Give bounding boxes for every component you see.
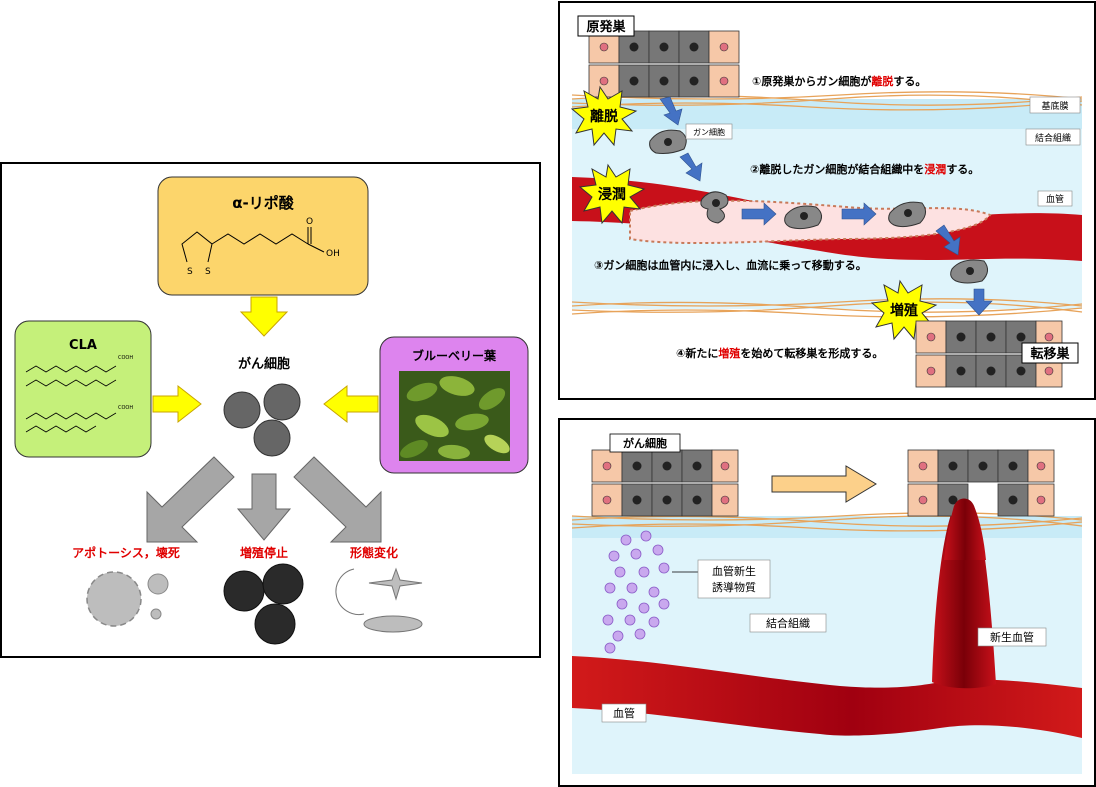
- svg-text:COOH: COOH: [118, 405, 133, 411]
- arrow-down-grey: [236, 473, 292, 541]
- svg-text:O: O: [306, 217, 313, 227]
- arrow-down-blue-4: [965, 288, 993, 316]
- blueberry-box: ブルーベリー葉: [379, 336, 529, 474]
- connective-tissue-label: 結合組織: [766, 616, 810, 630]
- angiogenic-factor-particles: [602, 530, 670, 654]
- detached-cancer-cell: [649, 129, 687, 154]
- left-panel: α-リポ酸 S S O OH CLA COOH COOH ブルーベリー葉: [0, 162, 541, 658]
- invade-badge: 浸潤: [578, 163, 646, 225]
- cancer-cell-label: がん細胞: [623, 436, 667, 450]
- circulating-cell-1: [784, 205, 822, 230]
- step2-text: ②離脱したガン細胞が結合組織中を浸潤する。: [750, 162, 979, 176]
- primary-tumor-label: 原発巣: [586, 19, 626, 35]
- basement-membrane-bottom: [571, 298, 1083, 318]
- svg-text:浸潤: 浸潤: [598, 186, 626, 203]
- new-vessel-tip: [944, 498, 986, 560]
- svg-text:離脱: 離脱: [590, 108, 618, 125]
- svg-text:OH: OH: [326, 249, 340, 259]
- outcome-morphology-label: 形態変化: [350, 545, 398, 560]
- cancer-cell-cluster-after: [907, 449, 1055, 517]
- metastasis-panel: 原発巣 ①原発巣からガン細胞が離脱する。 基底膜 結合組織 離脱 ガン細胞 ②離…: [558, 1, 1096, 400]
- new-vessel-label: 新生血管: [990, 630, 1034, 644]
- morphology-shapes: [335, 567, 423, 633]
- cla-box: CLA COOH COOH: [14, 320, 152, 458]
- blood-vessel-main: [572, 656, 1082, 738]
- arrow-left-yellow: [323, 384, 379, 424]
- transition-arrow: [771, 465, 877, 503]
- svg-text:S: S: [187, 267, 193, 277]
- arrow-down-yellow: [239, 296, 289, 337]
- outcome-apoptosis-label: アポトーシス，壊死: [72, 545, 180, 560]
- lipoic-acid-label: α-リポ酸: [232, 194, 295, 212]
- angiogenic-factor-label-line2: 誘導物質: [712, 580, 756, 594]
- cla-structure: [25, 365, 117, 433]
- arrested-cells: [223, 563, 304, 645]
- step4-text: ④新たに増殖を始めて転移巣を形成する。: [676, 346, 883, 360]
- outcome-arrest-label: 増殖停止: [240, 545, 288, 560]
- angiogenesis-panel: がん細胞 血管新生 誘導物質 結合組織 新生血管 血管: [558, 418, 1096, 787]
- extravasating-cell: [888, 201, 926, 228]
- primary-tumor: [588, 30, 740, 98]
- step1-text: ①原発巣からガン細胞が離脱する。: [752, 74, 926, 88]
- svg-text:増殖: 増殖: [890, 302, 918, 319]
- step3-text: ③ガン細胞は血管内に浸入し、血流に乗って移動する。: [594, 258, 867, 272]
- vessel-label: 血管: [613, 706, 635, 720]
- arrow-down-blue-3: [935, 224, 961, 256]
- angiogenic-factor-label-line1: 血管新生: [712, 564, 756, 578]
- invading-cell: [700, 191, 729, 224]
- blueberry-label: ブルーベリー葉: [412, 348, 497, 363]
- cancer-cell-cluster: [223, 383, 301, 457]
- arrow-right-blue-2: [841, 202, 877, 226]
- arrow-right-blue-1: [741, 202, 777, 226]
- arrow-right-yellow: [152, 384, 202, 424]
- cla-label: CLA: [69, 338, 97, 353]
- arrow-down-right-grey: [293, 456, 382, 543]
- vessel-label: 血管: [1046, 193, 1064, 205]
- lipoic-acid-structure: [181, 227, 325, 263]
- apoptosis-cells: [86, 571, 169, 627]
- proliferate-badge: 増殖: [870, 279, 938, 341]
- blueberry-leaf-photo: [399, 371, 510, 461]
- arrow-down-blue-2: [679, 152, 703, 182]
- svg-text:COOH: COOH: [118, 355, 133, 361]
- extravasated-cell: [950, 259, 988, 284]
- detach-badge: 離脱: [570, 85, 638, 147]
- metastasis-label: 転移巣: [1030, 346, 1070, 362]
- cancer-cell-cluster-before: [591, 449, 739, 517]
- lipoic-acid-box: α-リポ酸 S S O OH: [157, 176, 369, 296]
- basement-membrane-label: 基底膜: [1041, 100, 1068, 112]
- cancer-cell-label: ガン細胞: [693, 127, 725, 137]
- connective-tissue-label: 結合組織: [1035, 132, 1071, 144]
- arrow-down-left-grey: [146, 456, 235, 543]
- arrow-down-blue-1: [659, 96, 683, 126]
- svg-text:S: S: [205, 267, 211, 277]
- cancer-cell-label: がん細胞: [238, 356, 290, 372]
